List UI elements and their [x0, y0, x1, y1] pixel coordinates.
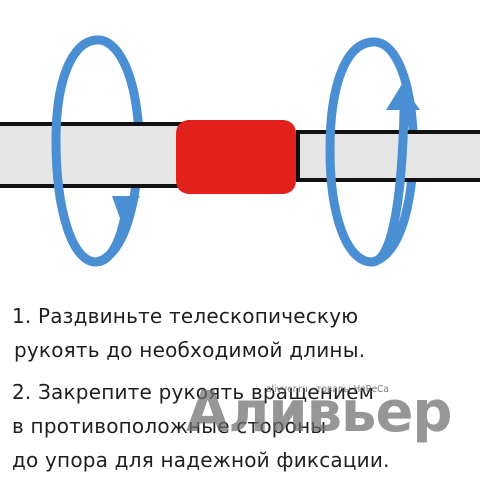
- left-rotation-arrow-front: [51, 35, 131, 267]
- left-arrowhead-icon: [112, 196, 140, 224]
- right-rotation-arrow-front: [325, 37, 409, 267]
- step1-text-line1: 1. Раздвиньте телескопическую: [12, 304, 359, 328]
- telescopic-handle-diagram: [0, 35, 480, 267]
- pole-left-section: [0, 122, 182, 188]
- watermark-site: alivyer.ru · товары HoReCa: [266, 384, 389, 395]
- step2-text-line3: до упора для надежной фиксации.: [12, 448, 390, 472]
- pole-right-section: [296, 130, 480, 182]
- right-arrowhead-icon: [386, 84, 420, 110]
- step2-text-line1: 2. Закрепите рукоять вращением: [12, 380, 375, 404]
- red-locking-collar: [176, 120, 296, 194]
- step2-text-line2: в противоположные стороны: [12, 414, 327, 438]
- step1-text-line2: рукоять до необходимой длины.: [14, 338, 366, 362]
- watermark-brand: Аливьер: [186, 380, 453, 445]
